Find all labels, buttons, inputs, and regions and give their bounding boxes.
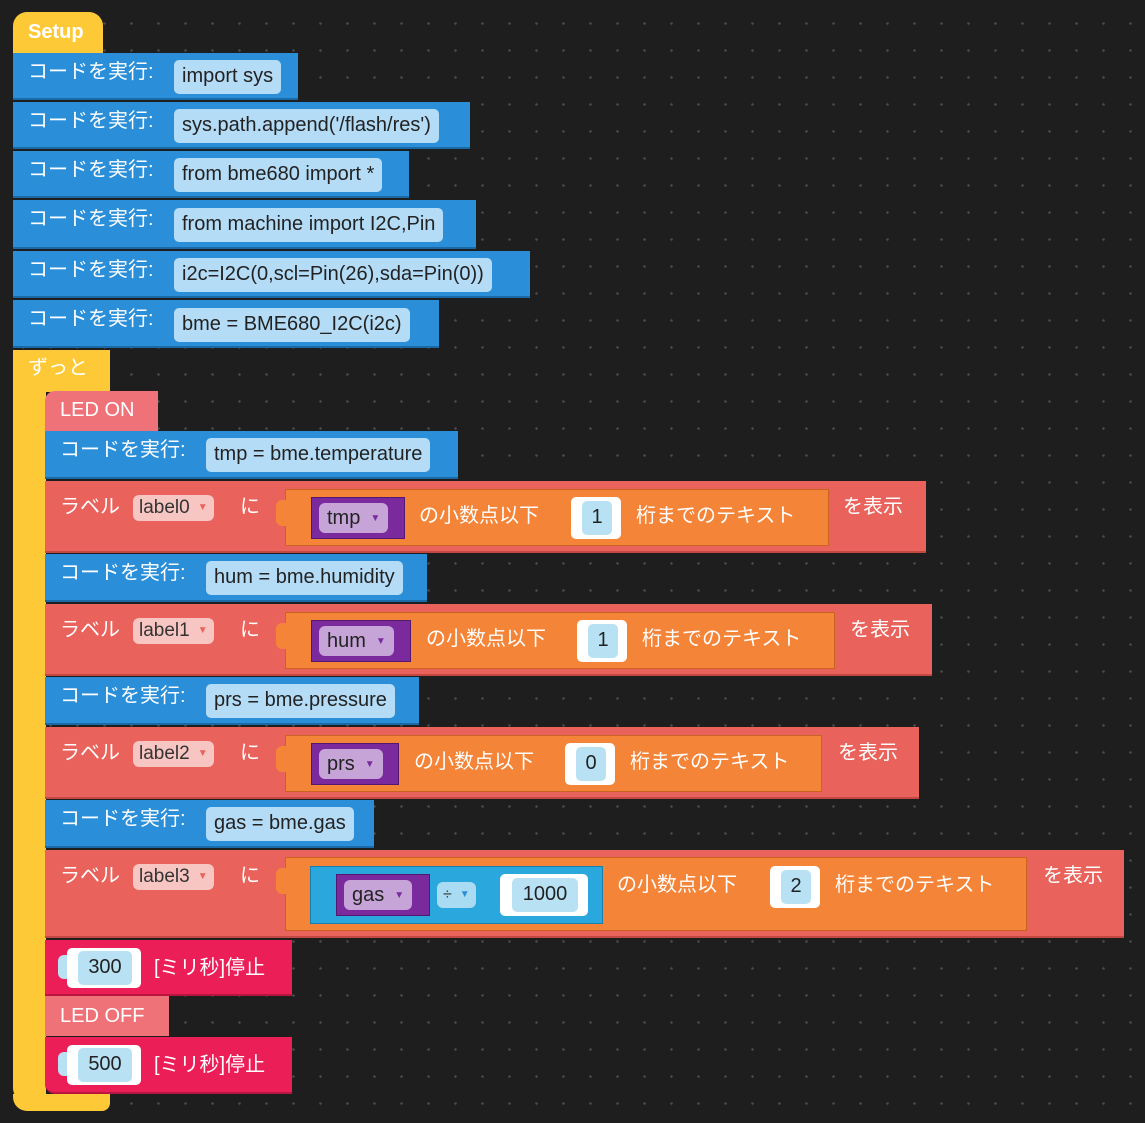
forever-loop-arm <box>13 390 46 1102</box>
variable-dropdown[interactable]: tmp ▼ <box>319 503 389 533</box>
label-name: label2 <box>139 743 190 765</box>
show-label: を表示 <box>850 619 910 641</box>
notch-icon <box>58 955 68 979</box>
chevron-down-icon: ▼ <box>459 889 470 900</box>
run-code-label: コードを実行: <box>60 562 186 584</box>
digits-field[interactable]: 0 <box>576 747 606 781</box>
variable-name: gas <box>352 884 385 906</box>
code-field[interactable]: from machine import I2C,Pin <box>174 208 444 242</box>
digits-label: 桁までのテキスト <box>636 505 796 527</box>
chevron-down-icon: ▼ <box>370 512 381 524</box>
label-ni: に <box>240 742 260 764</box>
run-code-label: コードを実行: <box>28 259 154 281</box>
run-code-label: コードを実行: <box>28 208 154 230</box>
run-code-label: コードを実行: <box>28 110 154 132</box>
label-dropdown[interactable]: label2 ▼ <box>133 741 214 767</box>
show-label: を表示 <box>1043 865 1103 887</box>
label-dropdown[interactable]: label3 ▼ <box>133 864 214 890</box>
operator-symbol: ÷ <box>443 886 452 904</box>
setup-hat-label: Setup <box>28 21 84 43</box>
digits-field[interactable]: 2 <box>781 870 811 904</box>
digits-label: 桁までのテキスト <box>642 628 802 650</box>
chevron-down-icon: ▼ <box>197 502 208 513</box>
run-code-label: コードを実行: <box>60 439 186 461</box>
code-field[interactable]: gas = bme.gas <box>206 807 354 841</box>
chevron-down-icon: ▼ <box>364 758 375 770</box>
label-dropdown[interactable]: label1 ▼ <box>133 618 214 644</box>
run-code-label: コードを実行: <box>28 308 154 330</box>
chevron-down-icon: ▼ <box>197 748 208 759</box>
code-field[interactable]: from bme680 import * <box>174 158 383 192</box>
label-dropdown[interactable]: label0 ▼ <box>133 495 214 521</box>
led-off-block[interactable] <box>45 996 169 1036</box>
label-name: label3 <box>139 866 190 888</box>
label-prefix: ラベル <box>60 742 120 764</box>
divisor-field[interactable]: 1000 <box>512 878 578 912</box>
notch-icon <box>276 623 286 649</box>
code-field[interactable]: hum = bme.humidity <box>206 561 403 595</box>
wait-ms-field[interactable]: 300 <box>78 951 132 985</box>
variable-dropdown[interactable]: hum ▼ <box>319 626 394 656</box>
run-code-label: コードを実行: <box>28 61 154 83</box>
decimal-label: の小数点以下 <box>617 874 737 896</box>
digits-field[interactable]: 1 <box>588 624 618 658</box>
digits-label: 桁までのテキスト <box>835 874 995 896</box>
code-field[interactable]: sys.path.append('/flash/res') <box>174 109 439 143</box>
label-ni: に <box>240 619 260 641</box>
decimal-label: の小数点以下 <box>419 505 539 527</box>
label-name: label1 <box>139 620 190 642</box>
code-field[interactable]: import sys <box>174 60 282 94</box>
setup-hat-block[interactable] <box>13 12 103 54</box>
variable-dropdown[interactable]: gas ▼ <box>344 880 413 910</box>
chevron-down-icon: ▼ <box>197 625 208 636</box>
show-label: を表示 <box>838 742 898 764</box>
code-field[interactable]: prs = bme.pressure <box>206 684 395 718</box>
chevron-down-icon: ▼ <box>197 871 208 882</box>
label-prefix: ラベル <box>60 619 120 641</box>
wait-label: [ミリ秒]停止 <box>154 957 266 979</box>
forever-loop-header[interactable] <box>13 350 110 392</box>
run-code-label: コードを実行: <box>60 685 186 707</box>
variable-dropdown[interactable]: prs ▼ <box>319 749 383 779</box>
chevron-down-icon: ▼ <box>394 889 405 901</box>
decimal-label: の小数点以下 <box>426 628 546 650</box>
label-name: label0 <box>139 497 190 519</box>
code-field[interactable]: i2c=I2C(0,scl=Pin(26),sda=Pin(0)) <box>174 258 492 292</box>
label-prefix: ラベル <box>60 865 120 887</box>
led-off-label: LED OFF <box>60 1005 145 1027</box>
variable-name: prs <box>327 753 355 775</box>
show-label: を表示 <box>843 496 903 518</box>
operator-dropdown[interactable]: ÷▼ <box>437 882 476 908</box>
forever-loop-label: ずっと <box>28 357 88 379</box>
chevron-down-icon: ▼ <box>375 635 386 647</box>
notch-icon <box>276 868 286 894</box>
digits-label: 桁までのテキスト <box>630 751 790 773</box>
variable-name: hum <box>327 630 366 652</box>
label-prefix: ラベル <box>60 496 120 518</box>
run-code-label: コードを実行: <box>28 159 154 181</box>
notch-icon <box>276 500 286 526</box>
code-field[interactable]: tmp = bme.temperature <box>206 438 431 472</box>
run-code-label: コードを実行: <box>60 808 186 830</box>
digits-field[interactable]: 1 <box>582 501 612 535</box>
led-on-block[interactable] <box>45 391 158 431</box>
notch-icon <box>276 746 286 772</box>
led-on-label: LED ON <box>60 399 135 421</box>
label-ni: に <box>240 865 260 887</box>
variable-name: tmp <box>327 507 361 529</box>
forever-loop-footer <box>13 1094 110 1111</box>
wait-label: [ミリ秒]停止 <box>154 1054 266 1076</box>
code-field[interactable]: bme = BME680_I2C(i2c) <box>174 308 410 342</box>
notch-icon <box>58 1052 68 1076</box>
decimal-label: の小数点以下 <box>414 751 534 773</box>
label-ni: に <box>240 496 260 518</box>
wait-ms-field[interactable]: 500 <box>78 1048 132 1082</box>
